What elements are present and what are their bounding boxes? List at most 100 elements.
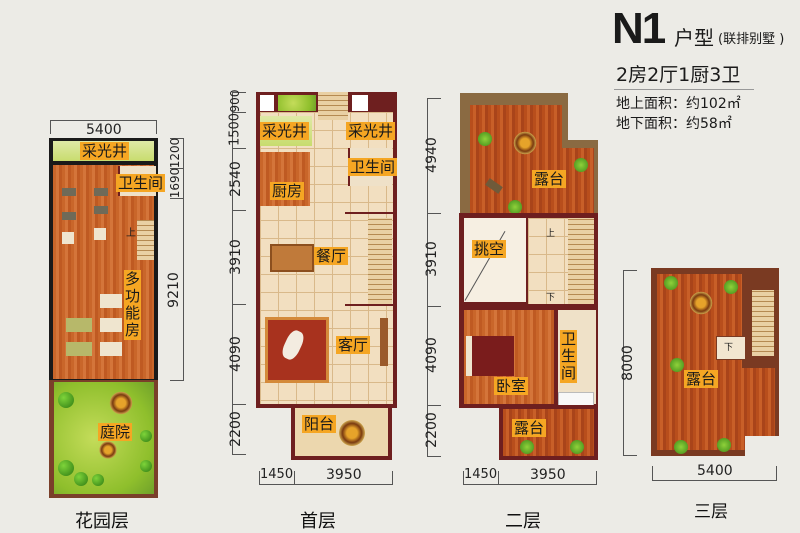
gym-equipment xyxy=(62,188,76,196)
dim-4090: 4090 xyxy=(424,337,440,373)
staircase xyxy=(752,290,774,356)
label-dining: 餐厅 xyxy=(314,247,349,265)
staircase xyxy=(137,220,154,260)
dim-line xyxy=(259,471,260,485)
lightwell-top-right xyxy=(352,95,368,111)
label-stair-up: 上 xyxy=(546,229,556,239)
stair-wall xyxy=(345,212,393,214)
label-courtyard: 庭院 xyxy=(98,423,133,441)
plant-icon xyxy=(724,280,738,294)
layout-summary: 2房2厅1厨3卫 xyxy=(616,64,741,86)
label-lightwell: 采光井 xyxy=(80,142,130,160)
mat xyxy=(66,318,92,332)
floor-name-third: 三层 xyxy=(694,502,728,522)
dim-line xyxy=(232,404,246,405)
dim-line xyxy=(463,484,597,485)
dim-8000: 8000 xyxy=(620,345,636,381)
dim-1690: 1690 xyxy=(168,167,182,199)
dim-4090: 4090 xyxy=(228,336,244,372)
gym-equipment xyxy=(62,212,76,220)
dim-line xyxy=(427,98,428,456)
label-bathroom: 卫生间 xyxy=(116,174,166,192)
dim-line xyxy=(232,112,246,113)
dim-line xyxy=(498,471,499,485)
dim-1200: 1200 xyxy=(168,137,182,169)
dim-line xyxy=(170,198,184,199)
bathtub xyxy=(558,392,594,406)
plan-header: N1 户型 (联排别墅 ) 2房2厅1厨3卫 地上面积：约102㎡ 地下面积：约… xyxy=(610,4,800,132)
dim-2200: 2200 xyxy=(228,411,244,447)
tv-cabinet xyxy=(380,318,388,366)
dim-line xyxy=(294,471,295,485)
dim-width: 5400 xyxy=(86,122,122,138)
dim-line xyxy=(232,210,246,211)
patio-table-icon xyxy=(98,440,118,460)
dim-line xyxy=(232,92,233,454)
floor-name-second: 二层 xyxy=(505,511,541,532)
plant-icon xyxy=(717,438,731,452)
dim-3910: 3910 xyxy=(228,239,244,275)
dim-line xyxy=(392,471,393,485)
dim-3910: 3910 xyxy=(424,241,440,277)
dim-900: 900 xyxy=(228,89,242,113)
label-lightwell-right: 采光井 xyxy=(346,122,396,140)
label-stair-down: 下 xyxy=(724,343,734,353)
dim-line xyxy=(652,480,777,481)
notch xyxy=(745,436,779,456)
plant-icon xyxy=(674,440,688,454)
subtype-label: (联排别墅 ) xyxy=(718,32,785,47)
dim-1450: 1450 xyxy=(464,467,498,482)
tree-icon xyxy=(74,472,88,486)
patio-set-icon xyxy=(688,290,714,316)
dim-line xyxy=(596,471,597,485)
patio-set-icon xyxy=(108,390,134,416)
dim-2540: 2540 xyxy=(228,161,244,197)
dim-2200: 2200 xyxy=(424,412,440,448)
mat xyxy=(100,342,122,356)
planter xyxy=(278,95,316,111)
dim-line xyxy=(170,138,184,139)
plant-icon xyxy=(508,200,522,214)
dim-line xyxy=(50,120,157,121)
floor-name-ground: 首层 xyxy=(300,511,336,532)
stair-wall xyxy=(345,304,393,306)
label-bedroom: 卧室 xyxy=(494,377,529,395)
type-label: 户型 xyxy=(674,26,714,50)
bed xyxy=(466,336,514,376)
sofa-chair xyxy=(94,228,106,240)
dim-4940: 4940 xyxy=(424,137,440,173)
staircase xyxy=(368,218,392,304)
tree-icon xyxy=(58,392,74,408)
dim-line xyxy=(259,484,393,485)
dim-line xyxy=(463,471,464,485)
dim-9210: 9210 xyxy=(166,272,182,308)
label-stair-down: 下 xyxy=(546,293,556,303)
mat xyxy=(100,318,122,332)
floor-name-garden: 花园层 xyxy=(75,511,129,532)
label-stair-up: 上 xyxy=(126,228,136,239)
header-divider xyxy=(614,89,754,90)
dim-line xyxy=(183,138,184,380)
patio-set-icon xyxy=(337,418,367,448)
dim-line xyxy=(232,454,246,455)
dim-line xyxy=(623,270,624,456)
dim-line xyxy=(623,455,637,456)
lightwell-top-left xyxy=(260,95,274,111)
area-above: 地上面积：约102㎡ xyxy=(616,96,741,112)
dim-1450: 1450 xyxy=(260,467,294,482)
patio-set-icon xyxy=(512,130,538,156)
gym-equipment xyxy=(94,206,108,214)
dining-table xyxy=(270,244,314,272)
label-lightwell-left: 采光井 xyxy=(260,122,310,140)
dim-line xyxy=(427,456,441,457)
plant-icon xyxy=(478,132,492,146)
label-multi-room: 多功能房 xyxy=(124,270,141,340)
dim-line xyxy=(156,120,157,134)
dim-line xyxy=(427,405,441,406)
plant-icon xyxy=(670,358,684,372)
plant-icon xyxy=(520,440,534,454)
plant-icon xyxy=(570,440,584,454)
label-bathroom: 卫生间 xyxy=(348,158,398,176)
dim-line xyxy=(623,270,637,271)
mat xyxy=(100,294,122,308)
